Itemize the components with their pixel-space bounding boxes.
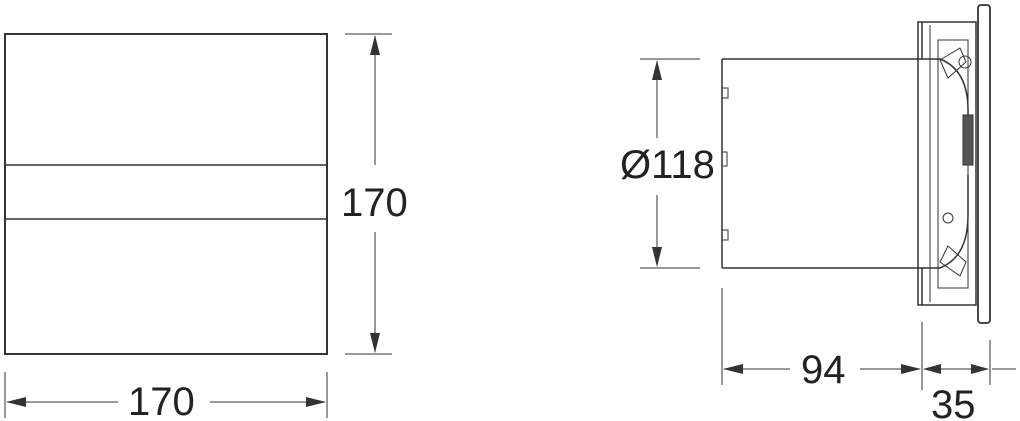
motor-clip — [962, 114, 974, 166]
body-notch-mid — [722, 151, 728, 167]
width-arrow-left — [6, 397, 26, 407]
depth-dimension-label: 94 — [801, 348, 846, 392]
flange-dimension-label: 35 — [931, 383, 976, 421]
motor-screw-top — [958, 55, 972, 69]
motor-detail-lower — [939, 245, 967, 277]
motor-detail-upper — [939, 47, 967, 79]
body-notch-bottom — [722, 229, 729, 241]
housing-upper-contour — [921, 22, 969, 150]
height-dimension-label: 170 — [341, 181, 408, 225]
diameter-dimension-label: Ø118 — [620, 143, 715, 187]
flange-arrow-left — [923, 364, 941, 374]
body-notch-top — [722, 87, 729, 99]
diameter-arrow-bottom — [652, 247, 662, 267]
flange-arrow-right — [971, 364, 989, 374]
side-view: Ø118 94 35 — [620, 4, 1016, 421]
housing-lower-contour — [921, 175, 969, 305]
height-arrow-top — [370, 35, 380, 55]
front-panel-outline — [4, 33, 328, 355]
depth-arrow-left — [723, 364, 743, 374]
front-cover-panel — [977, 4, 991, 324]
height-arrow-bottom — [370, 333, 380, 353]
housing-plate — [917, 21, 977, 306]
width-arrow-right — [306, 397, 326, 407]
depth-arrow-right — [901, 364, 921, 374]
motor-screw-bottom — [942, 212, 954, 224]
diameter-arrow-top — [652, 60, 662, 80]
width-dimension-label: 170 — [128, 380, 195, 421]
front-view: 170 170 — [4, 33, 408, 421]
